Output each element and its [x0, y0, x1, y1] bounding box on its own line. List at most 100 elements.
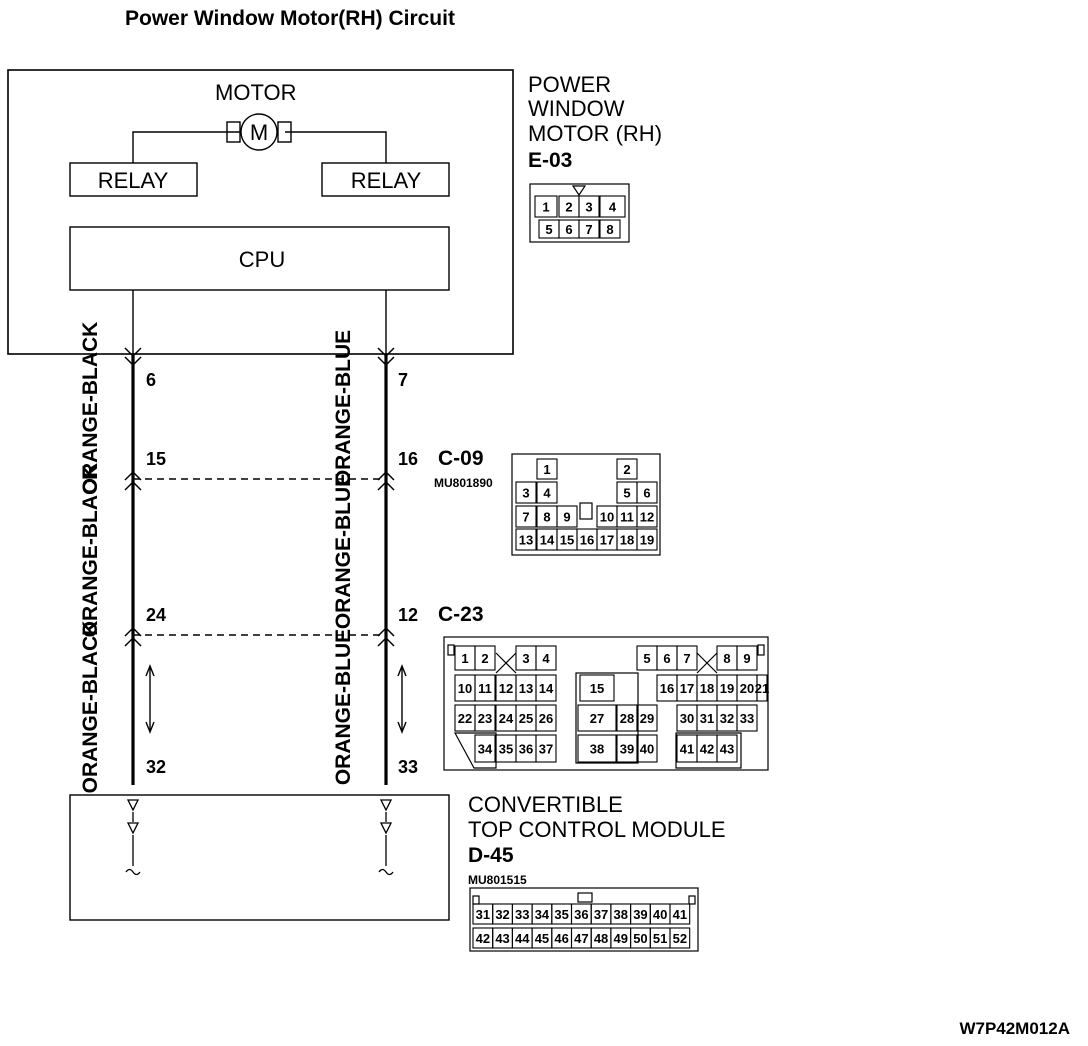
c23-pin-number: 38 — [590, 742, 604, 757]
c09-pin-number: 9 — [563, 510, 570, 525]
e03-code: E-03 — [528, 149, 572, 172]
d45-pin-number: 35 — [554, 907, 568, 922]
c23-pin-cell — [577, 704, 617, 732]
e03-pin-number: 6 — [565, 222, 572, 237]
c23-pin-cell — [716, 734, 738, 763]
c23-pin-cell — [577, 734, 617, 763]
d45-name-line-1: CONVERTIBLE — [468, 792, 623, 817]
c23-pin-number: 42 — [700, 742, 714, 757]
d45-pin-number: 50 — [633, 931, 647, 946]
d45-pin-number: 45 — [535, 931, 549, 946]
left-wire-color-bottom: ORANGE-BLACK — [79, 621, 102, 794]
c09-pin-cell — [636, 528, 658, 551]
c23-code: C-23 — [438, 603, 484, 626]
c09-pin-number: 19 — [640, 533, 654, 548]
c23-pin-number: 18 — [700, 681, 714, 696]
e03-connector-face — [529, 183, 630, 243]
c09-pin-number: 8 — [543, 510, 550, 525]
e03-pin-cell — [534, 195, 558, 218]
c23-pin-cell — [535, 734, 557, 763]
relay-left-label: RELAY — [98, 168, 169, 193]
c23-pin-cell — [756, 674, 768, 702]
c23-pin-number: 25 — [519, 711, 533, 726]
c09-pin-cell — [536, 458, 558, 480]
c23-pin-number: 41 — [680, 742, 694, 757]
c23-pin-number: 36 — [519, 742, 533, 757]
c23-pin-number: 14 — [539, 681, 554, 696]
signal-direction-arrows — [145, 664, 407, 734]
right-pin-d45: 33 — [398, 757, 418, 777]
c23-pin-number: 35 — [499, 742, 513, 757]
d45-pin-number: 33 — [515, 907, 529, 922]
d45-pin-number: 31 — [476, 907, 490, 922]
c09-pin-number: 18 — [620, 533, 634, 548]
right-wire-color-top: ORANGE-BLUE — [332, 330, 355, 486]
c23-pin-number: 5 — [643, 651, 650, 666]
c23-pin-cell — [535, 674, 557, 702]
c09-pin-number: 6 — [643, 486, 650, 501]
c23-pin-number: 8 — [723, 651, 730, 666]
c09-pin-number: 4 — [543, 486, 551, 501]
c23-pin-number: 39 — [620, 742, 634, 757]
c23-pin-cell — [736, 645, 758, 671]
c23-pin-cell — [474, 734, 496, 763]
d45-code: D-45 — [468, 844, 514, 867]
c23-connector-face — [443, 636, 769, 771]
d45-pin-number: 36 — [574, 907, 588, 922]
c09-part-number: MU801890 — [434, 476, 493, 490]
c23-pin-number: 34 — [478, 742, 493, 757]
c23-pin-number: 33 — [740, 711, 754, 726]
d45-pin-number: 43 — [495, 931, 509, 946]
motor-symbol-letter: M — [250, 120, 268, 145]
c23-pin-number: 20 — [740, 681, 754, 696]
diagram-code: W7P42M012A — [959, 1019, 1070, 1038]
c09-code: C-09 — [438, 447, 484, 470]
c23-pin-number: 4 — [542, 651, 550, 666]
c09-pin-cell — [515, 481, 537, 504]
d45-pin-number: 48 — [594, 931, 608, 946]
c23-pin-number: 37 — [539, 742, 553, 757]
c09-pin-number: 2 — [623, 462, 630, 477]
right-pin-c23: 12 — [398, 605, 418, 625]
right-pin-e03: 7 — [398, 370, 408, 390]
d45-pin-number: 51 — [653, 931, 667, 946]
d45-name-line-2: TOP CONTROL MODULE — [468, 817, 726, 842]
relay-right-label: RELAY — [351, 168, 422, 193]
c23-pin-number: 21 — [755, 681, 769, 696]
c09-pin-number: 11 — [620, 510, 634, 525]
right-wire-color-mid: ORANGE-BLUE — [332, 473, 355, 629]
c09-pin-number: 17 — [600, 533, 614, 548]
c09-pin-number: 16 — [580, 533, 594, 548]
motor-terminal-chevrons — [124, 347, 395, 367]
right-wire-color-bottom: ORANGE-BLUE — [332, 629, 355, 785]
e03-pin-number: 3 — [585, 200, 592, 215]
c23-pin-cell — [474, 645, 496, 671]
right-pin-c09: 16 — [398, 449, 418, 469]
c23-pin-number: 43 — [720, 742, 734, 757]
e03-pin-cell — [599, 195, 626, 218]
c23-pin-number: 22 — [458, 711, 472, 726]
d45-pin-number: 42 — [476, 931, 490, 946]
c23-pin-number: 30 — [680, 711, 694, 726]
c23-pin-number: 28 — [620, 711, 634, 726]
c23-pin-cell — [736, 704, 758, 732]
c23-pin-number: 1 — [461, 651, 468, 666]
c09-connector-face — [511, 453, 661, 556]
e03-name-line-3: MOTOR (RH) — [528, 121, 662, 146]
c23-pin-number: 7 — [683, 651, 690, 666]
c09-pin-cell — [515, 528, 537, 551]
c23-pin-number: 12 — [499, 681, 513, 696]
c09-pin-number: 14 — [540, 533, 555, 548]
c09-pin-number: 5 — [623, 486, 630, 501]
c23-pin-number: 17 — [680, 681, 694, 696]
c09-pin-number: 3 — [522, 486, 529, 501]
d45-pin-number: 44 — [515, 931, 530, 946]
cpu-label: CPU — [239, 247, 285, 272]
d45-pin-number: 46 — [554, 931, 568, 946]
left-pin-e03: 6 — [146, 370, 156, 390]
e03-name-line-2: WINDOW — [528, 96, 625, 121]
d45-pin-number: 41 — [673, 907, 687, 922]
c23-pin-cell — [579, 674, 615, 702]
